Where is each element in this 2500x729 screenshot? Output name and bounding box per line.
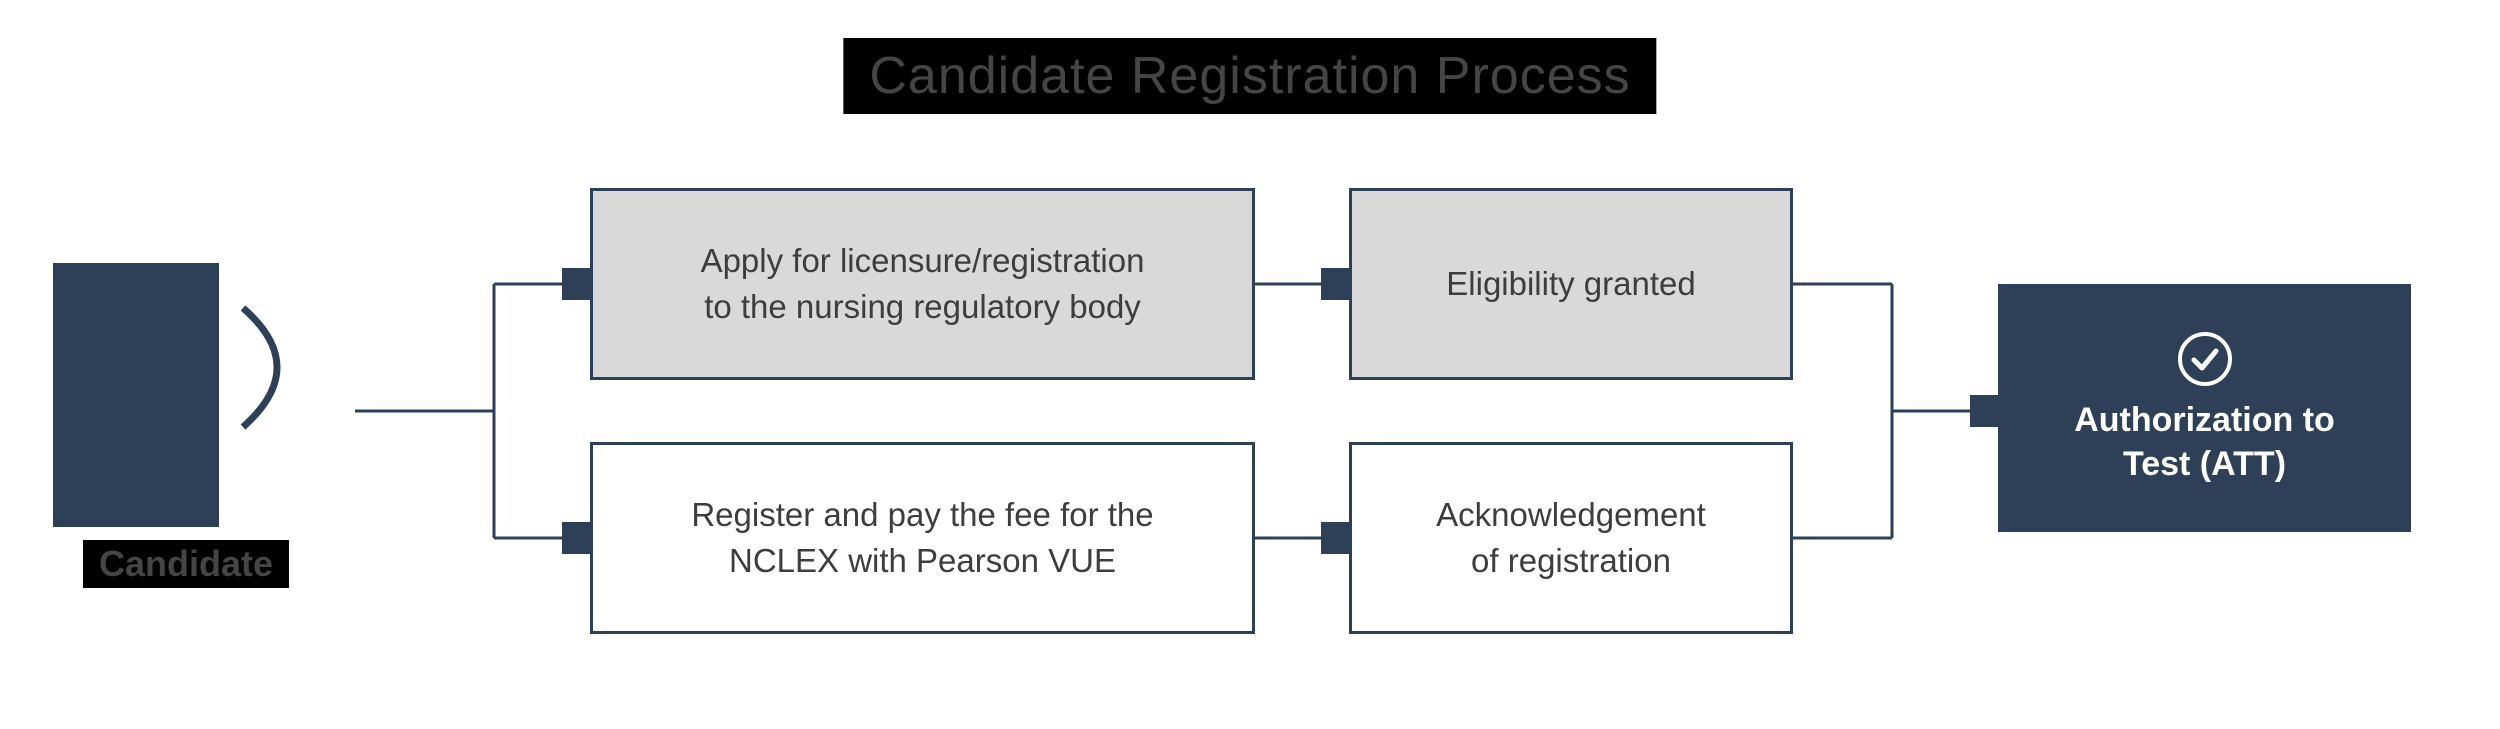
node-eligibility: Eligibility granted xyxy=(1349,188,1793,380)
diagram-title-text: Candidate Registration Process xyxy=(843,38,1657,114)
node-acknowledgement-label: Acknowledgement of registration xyxy=(1436,495,1706,579)
arrow-marker xyxy=(1970,395,1998,427)
actor-label: Candidate xyxy=(82,540,290,588)
node-register: Register and pay the fee for the NCLEX w… xyxy=(590,442,1255,634)
node-acknowledgement: Acknowledgement of registration xyxy=(1349,442,1793,634)
check-circle-icon xyxy=(2177,331,2232,386)
node-apply: Apply for licensure/registration to the … xyxy=(590,188,1255,380)
node-apply-label: Apply for licensure/registration to the … xyxy=(700,241,1145,325)
node-register-label: Register and pay the fee for the NCLEX w… xyxy=(691,495,1154,579)
node-eligibility-label: Eligibility granted xyxy=(1446,264,1696,302)
diagram-title: Candidate Registration Process xyxy=(843,38,1657,114)
arrow-marker xyxy=(562,522,590,554)
arrow-marker xyxy=(1321,522,1349,554)
node-att-label: Authorization to Test (ATT) xyxy=(2074,400,2335,483)
arrow-marker xyxy=(1321,268,1349,300)
actor-label-highlight: Candidate xyxy=(82,540,290,588)
person-icon xyxy=(53,263,281,527)
node-att: Authorization to Test (ATT) xyxy=(1998,284,2411,532)
arrow-marker xyxy=(562,268,590,300)
